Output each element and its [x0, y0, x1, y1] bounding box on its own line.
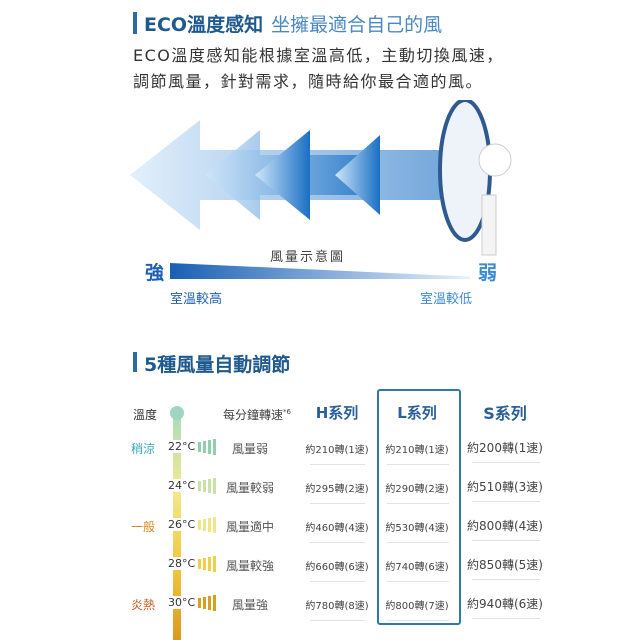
- temperature: 24°C: [166, 479, 198, 492]
- wind-level: 風量強: [231, 598, 268, 612]
- divider: [472, 501, 540, 502]
- scale-strong-label: 強: [145, 262, 165, 284]
- scale-weak-label: 弱: [478, 262, 498, 284]
- s-series-rpm: 約200轉(1速): [467, 441, 543, 455]
- temp-feel: 炎熱: [131, 598, 156, 612]
- wind-scale-gradient: [170, 263, 470, 279]
- l-series-rpm: 約740轉(6速): [385, 562, 449, 573]
- airflow-arrows-icon: [130, 120, 440, 230]
- section1-text-line2: 調節風量，針對需求，隨時給你最合適的風。: [133, 72, 484, 91]
- divider: [387, 464, 449, 465]
- section2-title: 5種風量自動調節: [144, 354, 291, 376]
- s-series-rpm: 約940轉(6速): [467, 597, 543, 611]
- divider: [472, 540, 540, 541]
- wind-strength-icon: [198, 478, 216, 494]
- l-series-rpm: 約530轉(4速): [385, 523, 449, 534]
- scale-caption: 風量示意圖: [270, 250, 346, 265]
- temperature: 26°C: [166, 518, 198, 531]
- title-accent-bar: [133, 12, 137, 34]
- temperature: 28°C: [166, 557, 198, 570]
- title-accent-bar: [133, 352, 137, 372]
- temp-feel: 一般: [131, 520, 156, 534]
- temperature: 22°C: [166, 440, 198, 453]
- divider: [310, 581, 365, 582]
- wind-level: 風量適中: [225, 520, 274, 534]
- divider: [387, 581, 449, 582]
- h-series-rpm: 約460轉(4速): [305, 523, 369, 534]
- l-series-rpm: 約290轉(2速): [385, 484, 449, 495]
- h-series-rpm: 約210轉(1速): [305, 445, 369, 456]
- l-series-rpm: 約210轉(1速): [385, 445, 449, 456]
- l-series-highlight: [377, 389, 461, 625]
- h-series-rpm: 約295轉(2速): [305, 484, 369, 495]
- airflow-illustration: [130, 100, 512, 256]
- divider: [310, 503, 365, 504]
- divider: [387, 503, 449, 504]
- wind-strength-icon: [198, 595, 216, 611]
- header-rpm: 每分鐘轉速*6: [223, 408, 291, 422]
- divider: [310, 464, 365, 465]
- wind-strength-icon: [198, 556, 216, 572]
- wind-level: 風量較弱: [225, 481, 274, 495]
- h-series-rpm: 約780轉(8速): [305, 601, 369, 612]
- temp-feel: 稍涼: [131, 442, 156, 456]
- divider: [310, 620, 365, 621]
- header-h-series: H系列: [315, 404, 359, 422]
- fan-icon: [438, 100, 512, 256]
- section1-text-line1: ECO溫度感知能根據室溫高低，主動切換風速，: [133, 46, 504, 65]
- wind-strength-icon: [198, 517, 216, 533]
- h-series-rpm: 約660轉(6速): [305, 562, 369, 573]
- wind-level: 風量弱: [231, 442, 268, 456]
- divider: [472, 618, 540, 619]
- s-series-rpm: 約850轉(5速): [467, 558, 543, 572]
- divider: [387, 620, 449, 621]
- scale-low-temp: 室溫較低: [420, 292, 473, 307]
- wind-level: 風量較強: [225, 559, 274, 573]
- thermometer-bulb-icon: [170, 406, 184, 420]
- divider: [472, 579, 540, 580]
- divider: [310, 542, 365, 543]
- divider: [472, 462, 540, 463]
- s-series-rpm: 約800轉(4速): [467, 519, 543, 533]
- temperature: 30°C: [166, 596, 198, 609]
- header-s-series: S系列: [483, 404, 527, 423]
- divider: [387, 542, 449, 543]
- scale-high-temp: 室溫較高: [170, 292, 223, 307]
- header-temp: 溫度: [133, 408, 158, 422]
- wind-strength-icon: [198, 439, 216, 455]
- section1-title: ECO溫度感知坐擁最適合自己的風: [144, 14, 443, 36]
- l-series-rpm: 約800轉(7速): [385, 601, 449, 612]
- header-l-series: L系列: [397, 404, 437, 422]
- s-series-rpm: 約510轉(3速): [467, 480, 543, 494]
